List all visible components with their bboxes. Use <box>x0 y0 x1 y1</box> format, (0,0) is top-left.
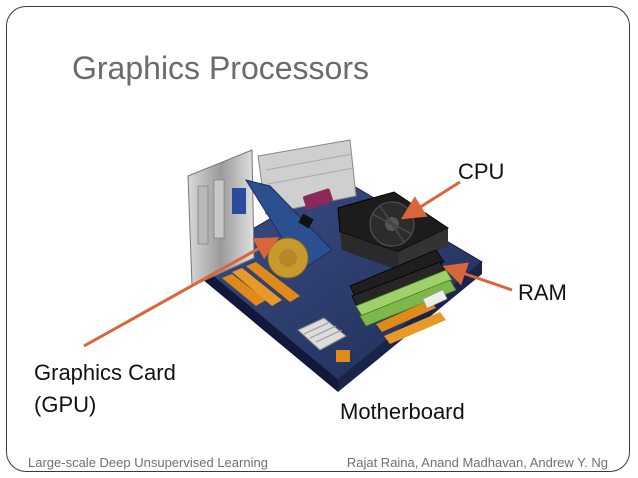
chipset-heatsink <box>297 317 347 351</box>
footer-authors: Rajat Raina, Anand Madhavan, Andrew Y. N… <box>346 455 608 470</box>
gpu-arrow <box>83 237 280 348</box>
ram-arrow <box>442 262 513 292</box>
gpu-label-line2: (GPU) <box>34 392 97 417</box>
power-connector <box>422 289 448 309</box>
motherboard-label: Motherboard <box>340 399 465 424</box>
ram-label: RAM <box>518 280 567 305</box>
expansion-slots <box>222 262 446 362</box>
gpu-label-line1: Graphics Card <box>34 360 176 385</box>
footer-course-title: Large-scale Deep Unsupervised Learning <box>28 455 268 470</box>
cpu-label: CPU <box>458 159 505 184</box>
cpu-arrow <box>400 180 461 220</box>
slide-title: Graphics Processors <box>72 50 369 86</box>
serial-connector <box>303 188 333 210</box>
